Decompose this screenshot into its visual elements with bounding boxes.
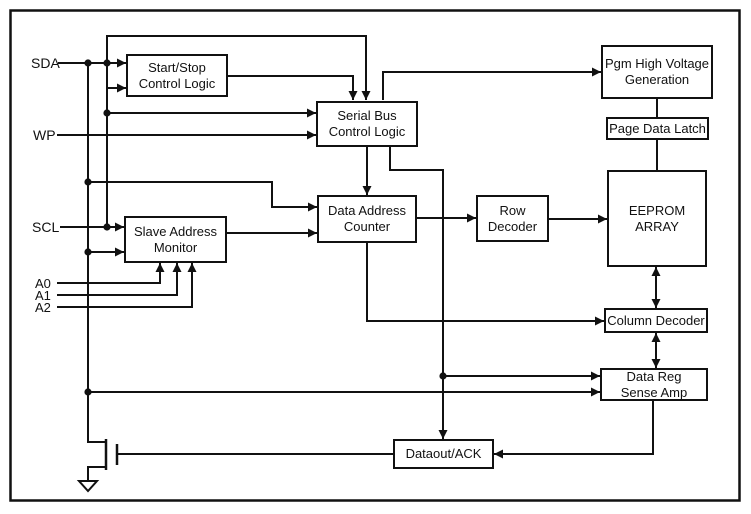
junction-dots: [84, 59, 447, 396]
block-page-data-latch: Page Data Latch: [606, 117, 709, 140]
block-data-address-counter: Data Address Counter: [317, 195, 417, 243]
block-data-reg-sense-amp: Data Reg Sense Amp: [600, 368, 708, 401]
pin-label-a1: A1: [35, 288, 51, 303]
mosfet-source-wire: [87, 466, 106, 481]
signal-wires: [57, 35, 661, 459]
block-start-stop-control-logic: Start/Stop Control Logic: [126, 54, 228, 97]
block-pgm-high-voltage-generation: Pgm High Voltage Generation: [601, 45, 713, 99]
block-slave-address-monitor: Slave Address Monitor: [124, 216, 227, 263]
pin-label-a0: A0: [35, 276, 51, 291]
block-eeprom-array: EEPROM ARRAY: [607, 170, 707, 267]
pin-label-scl: SCL: [32, 219, 60, 235]
block-row-decoder: Row Decoder: [476, 195, 549, 242]
block-column-decoder: Column Decoder: [604, 308, 708, 333]
pin-label-a2: A2: [35, 300, 51, 315]
block-serial-bus-control-logic: Serial Bus Control Logic: [316, 101, 418, 147]
ground-icon: [76, 480, 100, 493]
block-dataout-ack: Dataout/ACK: [393, 439, 494, 469]
pin-label-wp: WP: [33, 127, 56, 143]
pin-label-sda: SDA: [31, 55, 60, 71]
diagram-border: [9, 9, 741, 502]
output-mosfet: [87, 439, 119, 481]
